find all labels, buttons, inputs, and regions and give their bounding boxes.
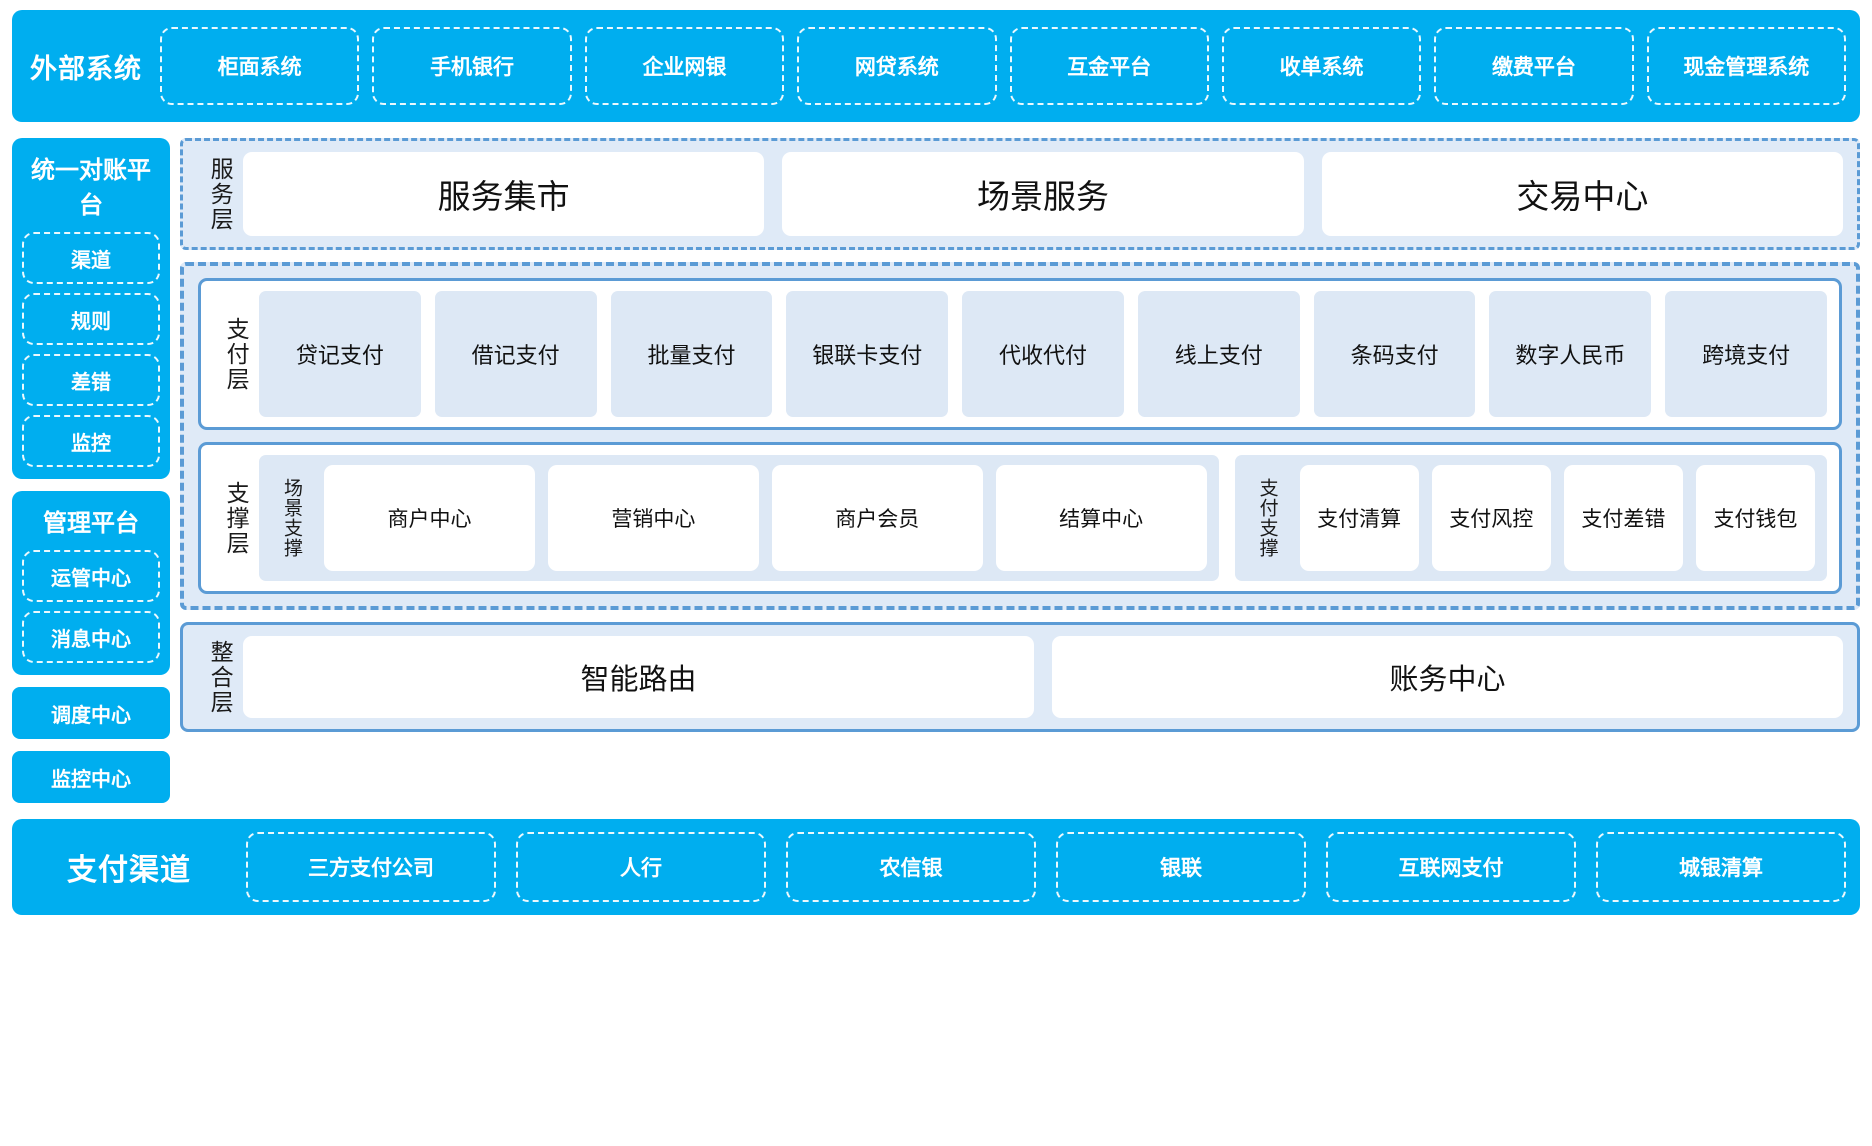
- support-group-scene: 场景支撑 商户中心 营销中心 商户会员 结算中心: [259, 455, 1219, 581]
- support-layer-groups: 场景支撑 商户中心 营销中心 商户会员 结算中心 支付支撑 支付清算 支付风控 …: [259, 455, 1827, 581]
- external-system-item[interactable]: 手机银行: [372, 27, 572, 105]
- support-cell-settlement-center[interactable]: 结算中心: [995, 465, 1207, 571]
- payment-channels-bar: 支付渠道 三方支付公司 人行 农信银 银联 互联网支付 城银清算: [12, 819, 1860, 915]
- support-cell-marketing-center[interactable]: 营销中心: [547, 465, 759, 571]
- external-systems-bar: 外部系统 柜面系统 手机银行 企业网银 网贷系统 互金平台 收单系统 缴费平台 …: [12, 10, 1860, 122]
- rail-group-reconciliation-platform: 统一对账平台 渠道 规则 差错 监控: [12, 138, 170, 479]
- support-group-scene-label: 场景支撑: [280, 478, 302, 558]
- middle-region: 统一对账平台 渠道 规则 差错 监控 管理平台 运管中心 消息中心 调度中心 监…: [12, 138, 1860, 803]
- layer-stack: 服务层 服务集市 场景服务 交易中心 支付层 贷记支付 借记支付 批量支付 银联…: [180, 138, 1860, 732]
- rail-item-scheduling-center[interactable]: 调度中心: [12, 687, 170, 739]
- support-cell-merchant-member[interactable]: 商户会员: [771, 465, 983, 571]
- payment-layer-tiles: 贷记支付 借记支付 批量支付 银联卡支付 代收代付 线上支付 条码支付 数字人民…: [259, 291, 1828, 417]
- rail-group-management-platform: 管理平台 运管中心 消息中心: [12, 491, 170, 675]
- left-rail: 统一对账平台 渠道 规则 差错 监控 管理平台 运管中心 消息中心 调度中心 监…: [12, 138, 170, 803]
- payment-layer: 支付层 贷记支付 借记支付 批量支付 银联卡支付 代收代付 线上支付 条码支付 …: [198, 278, 1842, 430]
- support-group-payment: 支付支撑 支付清算 支付风控 支付差错 支付钱包: [1234, 455, 1827, 581]
- integration-card-smart-routing[interactable]: 智能路由: [243, 636, 1034, 718]
- external-system-item[interactable]: 企业网银: [584, 27, 785, 105]
- payment-tile-credit[interactable]: 贷记支付: [259, 291, 421, 417]
- payment-tile-barcode[interactable]: 条码支付: [1313, 291, 1476, 417]
- integration-layer-label: 整合层: [207, 639, 234, 715]
- payment-tile-debit[interactable]: 借记支付: [434, 291, 597, 417]
- rail-item-monitor[interactable]: 监控: [22, 415, 160, 467]
- payment-tile-digital-rmb[interactable]: 数字人民币: [1489, 291, 1652, 417]
- external-systems-title: 外部系统: [30, 53, 142, 84]
- external-system-item[interactable]: 收单系统: [1221, 27, 1422, 105]
- payment-tile-batch[interactable]: 批量支付: [610, 291, 773, 417]
- external-systems-chip-list: 柜面系统 手机银行 企业网银 网贷系统 互金平台 收单系统 缴费平台 现金管理系…: [160, 27, 1846, 105]
- payment-channel-item[interactable]: 互联网支付: [1326, 832, 1576, 902]
- support-cell-payment-error[interactable]: 支付差错: [1563, 465, 1683, 571]
- payment-channels-chip-list: 三方支付公司 人行 农信银 银联 互联网支付 城银清算: [246, 832, 1846, 902]
- payment-channel-item[interactable]: 人行: [516, 832, 766, 902]
- integration-layer: 整合层 智能路由 账务中心: [180, 622, 1860, 732]
- support-cell-payment-clearing[interactable]: 支付清算: [1299, 465, 1419, 571]
- integration-layer-cards: 智能路由 账务中心: [243, 636, 1843, 718]
- service-layer-cards: 服务集市 场景服务 交易中心: [243, 152, 1843, 236]
- service-card-scene-service[interactable]: 场景服务: [782, 152, 1304, 236]
- integration-card-accounting-center[interactable]: 账务中心: [1052, 636, 1843, 718]
- service-layer: 服务层 服务集市 场景服务 交易中心: [180, 138, 1860, 250]
- rail-item-error[interactable]: 差错: [22, 354, 160, 406]
- payment-channels-title: 支付渠道: [67, 854, 191, 887]
- rail-item-operations-center[interactable]: 运管中心: [22, 550, 160, 602]
- payment-channel-item[interactable]: 三方支付公司: [246, 832, 496, 902]
- support-cell-payment-wallet[interactable]: 支付钱包: [1695, 465, 1815, 571]
- payment-channel-item[interactable]: 银联: [1056, 832, 1306, 902]
- service-card-transaction-center[interactable]: 交易中心: [1321, 152, 1843, 236]
- external-system-item[interactable]: 现金管理系统: [1646, 27, 1846, 105]
- payment-tile-cross-border[interactable]: 跨境支付: [1665, 291, 1828, 417]
- payment-tile-online[interactable]: 线上支付: [1137, 291, 1300, 417]
- external-system-item[interactable]: 柜面系统: [160, 27, 360, 105]
- support-cell-payment-risk[interactable]: 支付风控: [1431, 465, 1551, 571]
- external-system-item[interactable]: 网贷系统: [797, 27, 997, 105]
- rail-group-title: 管理平台: [43, 510, 139, 537]
- payment-tile-collection-payment[interactable]: 代收代付: [962, 291, 1124, 417]
- external-system-item[interactable]: 缴费平台: [1434, 27, 1634, 105]
- support-group-payment-label: 支付支撑: [1256, 478, 1278, 558]
- external-system-item[interactable]: 互金平台: [1009, 27, 1209, 105]
- core-layers-wrapper: 支付层 贷记支付 借记支付 批量支付 银联卡支付 代收代付 线上支付 条码支付 …: [180, 262, 1860, 610]
- payment-channel-item[interactable]: 城银清算: [1596, 832, 1846, 902]
- support-layer: 支撑层 场景支撑 商户中心 营销中心 商户会员 结算中心 支付支撑 支付清算: [198, 442, 1842, 594]
- rail-item-rule[interactable]: 规则: [22, 293, 160, 345]
- support-cell-merchant-center[interactable]: 商户中心: [324, 465, 535, 571]
- rail-item-message-center[interactable]: 消息中心: [22, 611, 160, 663]
- support-layer-label: 支撑层: [223, 480, 250, 556]
- rail-item-monitoring-center[interactable]: 监控中心: [12, 751, 170, 803]
- payment-layer-label: 支付层: [223, 316, 250, 392]
- rail-item-channel[interactable]: 渠道: [22, 232, 160, 284]
- service-layer-label: 服务层: [207, 156, 234, 232]
- rail-group-title: 统一对账平台: [31, 157, 151, 219]
- payment-channel-item[interactable]: 农信银: [786, 832, 1036, 902]
- service-card-marketplace[interactable]: 服务集市: [243, 152, 765, 236]
- payment-tile-unionpay-card[interactable]: 银联卡支付: [786, 291, 949, 417]
